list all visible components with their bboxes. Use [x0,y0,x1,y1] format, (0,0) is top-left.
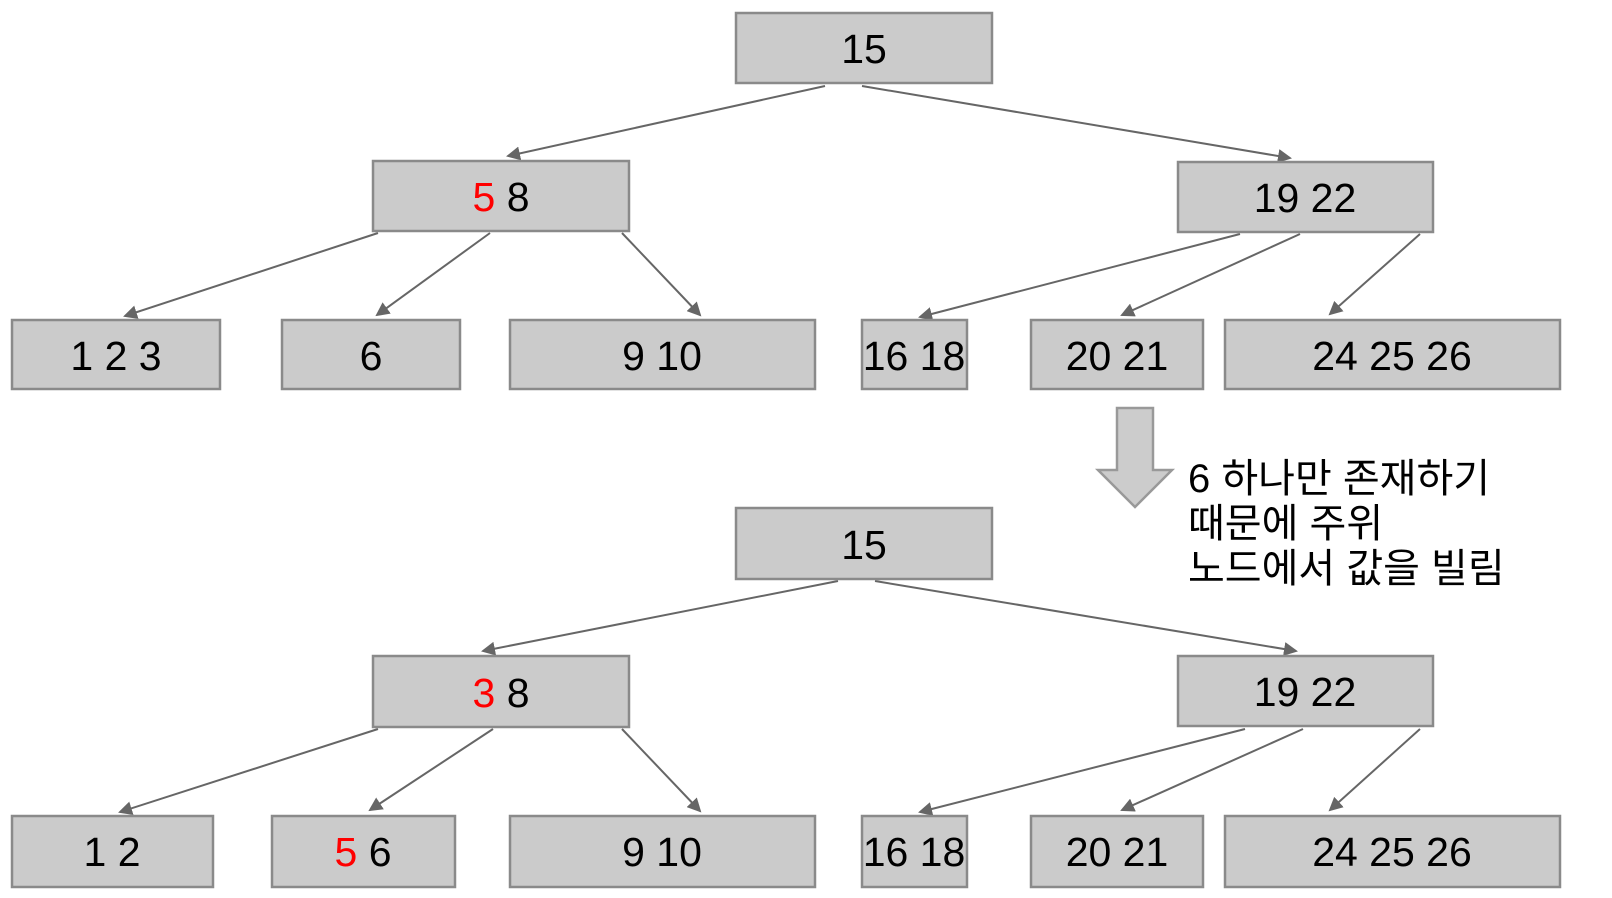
node-box [10,318,222,391]
node-leaf-910-after: 9 10 [508,814,817,889]
edge-internal-right-to-leaf4 [918,728,1246,816]
annotation-line-3: 노드에서 값을 빌림 [1188,547,1505,591]
node-leaf-242526-after: 24 25 26 [1223,814,1562,889]
node-leaf-2021-before: 20 21 [1029,318,1205,391]
edge-internal-right-to-leaf6 [1328,728,1421,812]
node-box [1176,654,1435,728]
down-arrow-icon [1094,406,1176,509]
node-label: 16 18 [863,333,966,379]
annotation-line-1: 6 하나만 존재하기 [1188,457,1490,501]
node-label: 15 [841,522,887,568]
edge-root-to-internal-right [861,85,1292,163]
node-label: 1 2 [84,829,141,875]
highlighted-key: 5 [334,829,357,875]
node-leaf-12-after: 1 2 [10,814,215,889]
node-box [10,814,215,889]
node-box [734,11,994,85]
node-box [860,318,969,391]
tree-before-edges [123,85,1421,321]
edge-internal-right-to-leaf6 [1328,233,1421,316]
tree-before: 15 5 8 19 22 1 2 3 6 9 10 16 18 [10,11,1562,391]
node-leaf-242526-before: 24 25 26 [1223,318,1562,391]
node-leaf-1618-before: 16 18 [860,318,969,391]
node-leaf-1618-after: 16 18 [860,814,969,889]
node-label: 24 25 26 [1312,829,1472,875]
node-label-rest: 8 [495,174,529,220]
edge-internal-right-to-leaf5 [1120,728,1304,812]
node-label: 9 10 [622,333,702,379]
node-box [1029,814,1205,889]
node-box [371,654,631,729]
tree-after: 15 3 8 19 22 1 2 5 6 9 10 [10,506,1562,889]
node-root-after: 15 [734,506,994,581]
node-label: 5 6 [334,829,391,875]
node-label: 1 2 3 [70,333,161,379]
node-leaf-910-before: 9 10 [508,318,817,391]
edge-internal-left-to-leaf3 [621,728,702,813]
node-box [860,814,969,889]
node-leaf-56-after: 5 6 [270,814,457,889]
node-label: 15 [841,26,887,72]
edge-root-to-internal-left [481,580,839,656]
edge-root-to-internal-right [874,580,1298,656]
tree-after-edges [118,580,1421,816]
node-label: 9 10 [622,829,702,875]
node-label-rest: 8 [495,670,529,716]
highlighted-key: 5 [472,174,495,220]
node-label: 24 25 26 [1312,333,1472,379]
edge-internal-right-to-leaf5 [1120,233,1301,317]
node-label: 20 21 [1066,829,1169,875]
node-leaf-6-before: 6 [280,318,462,391]
node-label: 19 22 [1254,669,1357,715]
edge-internal-left-to-leaf3 [621,232,702,317]
edge-internal-left-to-leaf1 [118,728,379,815]
node-label: 6 [360,333,383,379]
node-internal-right-before: 19 22 [1176,160,1435,234]
edge-internal-right-to-leaf4 [918,233,1241,321]
edge-root-to-internal-left [506,85,826,161]
node-box [1176,160,1435,234]
node-leaf-123-before: 1 2 3 [10,318,222,391]
node-internal-left-before: 5 8 [371,159,631,233]
node-leaf-2021-after: 20 21 [1029,814,1205,889]
node-label: 3 8 [472,670,529,716]
node-box [508,814,817,889]
node-label: 5 8 [472,174,529,220]
node-label: 20 21 [1066,333,1169,379]
node-label: 19 22 [1254,175,1357,221]
node-root-before: 15 [734,11,994,85]
node-box [508,318,817,391]
node-box [280,318,462,391]
node-box [1223,318,1562,391]
node-box [270,814,457,889]
annotation-line-2: 때문에 주위 [1188,502,1383,546]
highlighted-key: 3 [472,670,495,716]
node-box [371,159,631,233]
edge-internal-left-to-leaf2 [375,232,491,317]
node-label: 16 18 [863,829,966,875]
node-internal-left-after: 3 8 [371,654,631,729]
annotation: 6 하나만 존재하기 때문에 주위 노드에서 값을 빌림 [1188,457,1505,591]
edge-internal-left-to-leaf2 [368,728,494,812]
node-internal-right-after: 19 22 [1176,654,1435,728]
node-box [734,506,994,581]
node-box [1223,814,1562,889]
node-box [1029,318,1205,391]
edge-internal-left-to-leaf1 [123,232,379,319]
node-label-rest: 6 [357,829,391,875]
